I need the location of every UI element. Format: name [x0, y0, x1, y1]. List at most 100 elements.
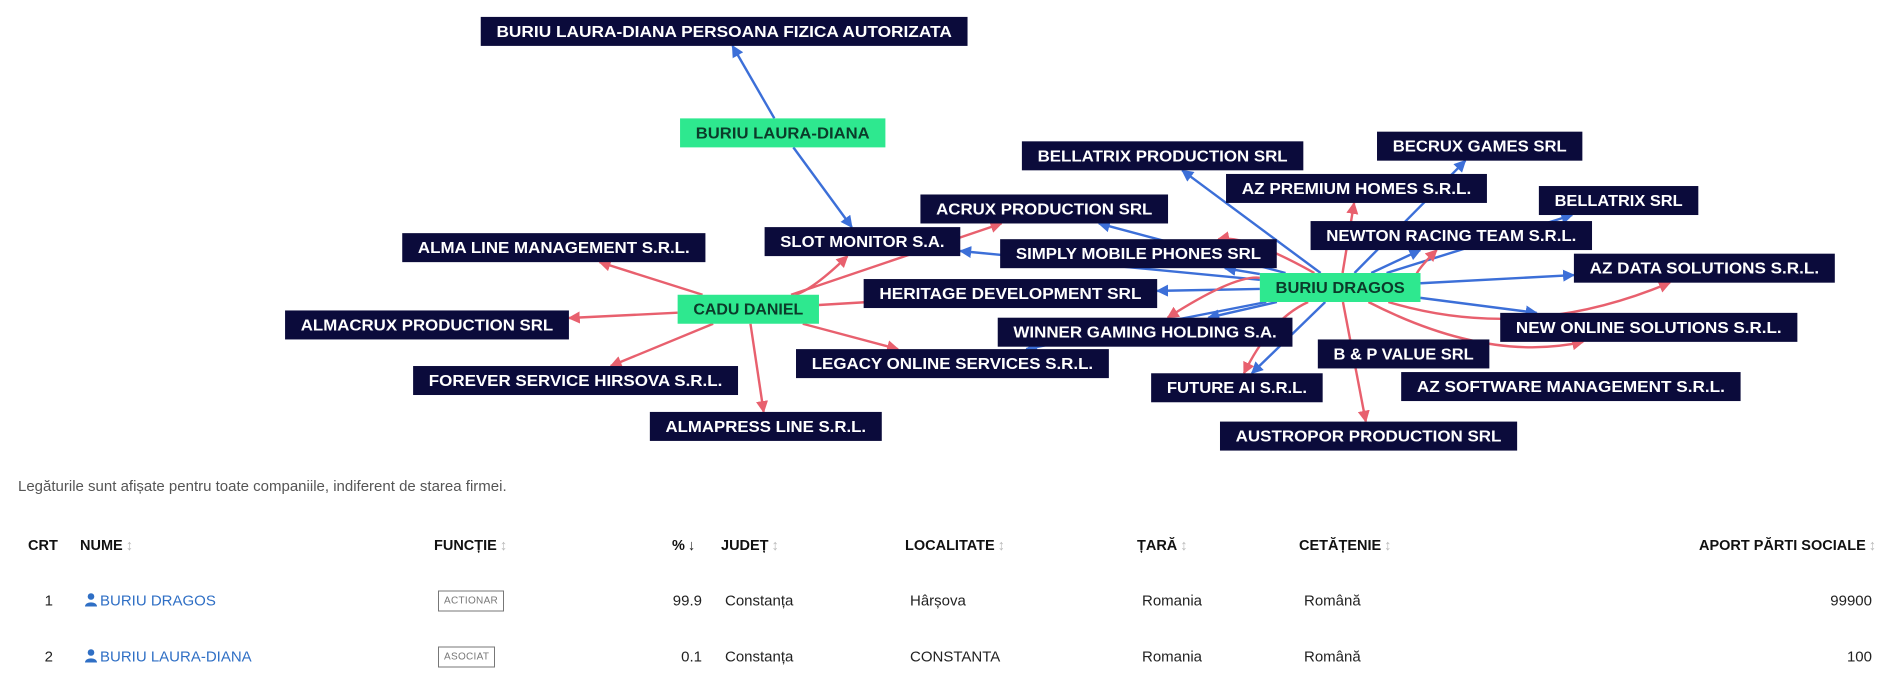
node-label: LEGACY ONLINE SERVICES S.R.L.: [812, 356, 1093, 373]
node-forever[interactable]: FOREVER SERVICE HIRSOVA S.R.L.: [413, 366, 739, 396]
edge-dragos-to-simply: [1223, 264, 1261, 276]
header-tara[interactable]: ȚARĂ↕: [1137, 538, 1188, 554]
node-label: ACRUX PRODUCTION SRL: [936, 201, 1153, 218]
node-label: AZ DATA SOLUTIONS S.R.L.: [1590, 261, 1820, 278]
header-label: NUME: [80, 538, 123, 554]
sort-icon[interactable]: ↕: [1868, 538, 1876, 554]
header-crt: CRT: [28, 538, 58, 554]
node-label: SLOT MONITOR S.A.: [780, 234, 944, 251]
node-laura[interactable]: BURIU LAURA-DIANA: [680, 118, 886, 148]
sort-icon[interactable]: ↕: [1384, 538, 1392, 554]
node-box: [863, 279, 1158, 309]
node-austropor[interactable]: AUSTROPOR PRODUCTION SRL: [1219, 421, 1518, 451]
sort-desc-icon[interactable]: ↓: [687, 538, 696, 554]
header-label: CETĂȚENIE: [1299, 538, 1382, 554]
node-bellsrl[interactable]: BELLATRIX SRL: [1538, 186, 1699, 216]
node-box: [680, 118, 886, 148]
person-link[interactable]: BURIU LAURA-DIANA: [84, 649, 252, 666]
node-bellprod[interactable]: BELLATRIX PRODUCTION SRL: [1021, 141, 1304, 171]
node-newonline[interactable]: NEW ONLINE SOLUTIONS S.R.L.: [1500, 312, 1798, 342]
header-judet[interactable]: JUDEȚ↕: [721, 538, 779, 554]
node-future[interactable]: FUTURE AI S.R.L.: [1151, 373, 1323, 403]
sort-icon[interactable]: ↕: [1180, 538, 1188, 554]
header-cetatenie[interactable]: CETĂȚENIE↕: [1299, 538, 1391, 554]
header-label: JUDEȚ: [721, 538, 769, 554]
person-link[interactable]: BURIU DRAGOS: [84, 593, 216, 610]
node-label: B & P VALUE SRL: [1334, 346, 1475, 363]
node-newton[interactable]: NEWTON RACING TEAM S.R.L.: [1310, 221, 1593, 251]
edge-laura-to-slot: [792, 146, 853, 229]
node-legacy[interactable]: LEGACY ONLINE SERVICES S.R.L.: [796, 349, 1109, 379]
user-icon: [85, 649, 97, 663]
node-box: [920, 194, 1169, 224]
node-box: [997, 317, 1293, 347]
relationship-graph[interactable]: BURIU LAURA-DIANA PERSOANA FIZICA AUTORI…: [0, 0, 1894, 453]
node-alma[interactable]: ALMA LINE MANAGEMENT S.R.L.: [402, 233, 706, 263]
sort-icon[interactable]: ↕: [997, 538, 1005, 554]
row-cetatenie: Română: [1304, 648, 1361, 666]
node-azdata[interactable]: AZ DATA SOLUTIONS S.R.L.: [1573, 253, 1835, 283]
row-judet: Constanța: [725, 592, 794, 610]
graph-note: Legăturile sunt afișate pentru toate com…: [18, 478, 507, 495]
row-aport: 99900: [1830, 592, 1872, 610]
header-functie[interactable]: FUNCȚIE↕: [434, 538, 507, 554]
node-label: CADU DANIEL: [693, 302, 803, 319]
edge-cadu-to-forever: [609, 322, 714, 368]
row-localitate: CONSTANTA: [910, 648, 1001, 666]
node-box: [285, 310, 569, 340]
node-box: [1573, 253, 1835, 283]
edge-cadu-to-almacrux: [567, 311, 678, 324]
node-pfa[interactable]: BURIU LAURA-DIANA PERSOANA FIZICA AUTORI…: [480, 16, 968, 46]
node-becrux[interactable]: BECRUX GAMES SRL: [1377, 131, 1583, 161]
node-dragos[interactable]: BURIU DRAGOS: [1259, 273, 1421, 302]
edge-dragos-to-newonline: [1420, 296, 1538, 318]
header-nume[interactable]: NUME↕: [80, 538, 133, 554]
node-heritage[interactable]: HERITAGE DEVELOPMENT SRL: [863, 279, 1158, 309]
row-percent: 0.1: [681, 648, 702, 666]
header-label: ȚARĂ: [1137, 538, 1178, 554]
node-azsoft[interactable]: AZ SOFTWARE MANAGEMENT S.R.L.: [1401, 372, 1741, 402]
edge-dragos-to-winner: [1207, 300, 1278, 322]
node-azprem[interactable]: AZ PREMIUM HOMES S.R.L.: [1226, 173, 1487, 203]
sort-icon[interactable]: ↕: [499, 538, 508, 554]
edge-cadu-to-slot: [794, 255, 849, 296]
node-label: NEW ONLINE SOLUTIONS S.R.L.: [1516, 320, 1782, 337]
header-localitate[interactable]: LOCALITATE↕: [905, 538, 1005, 554]
node-label: BECRUX GAMES SRL: [1393, 139, 1567, 156]
node-winner[interactable]: WINNER GAMING HOLDING S.A.: [997, 317, 1293, 347]
edge-cadu-to-alma: [598, 259, 703, 296]
edge-laura-to-pfa: [731, 44, 776, 119]
sort-icon[interactable]: ↕: [125, 538, 133, 554]
sort-icon[interactable]: ↕: [771, 538, 779, 554]
node-simply[interactable]: SIMPLY MOBILE PHONES SRL: [1000, 239, 1277, 269]
node-cadu[interactable]: CADU DANIEL: [677, 294, 819, 324]
person-name: BURIU LAURA-DIANA: [100, 648, 252, 666]
node-slot[interactable]: SLOT MONITOR S.A.: [764, 227, 961, 257]
header-aport[interactable]: APORT PĂRTI SOCIALE↕: [1699, 538, 1876, 554]
edge-cadu-to-almapress: [749, 323, 769, 414]
node-label: NEWTON RACING TEAM S.R.L.: [1326, 228, 1576, 245]
node-label: BELLATRIX PRODUCTION SRL: [1038, 148, 1288, 165]
node-label: BURIU LAURA-DIANA: [696, 125, 870, 142]
node-acrux[interactable]: ACRUX PRODUCTION SRL: [920, 194, 1169, 224]
node-label: AZ SOFTWARE MANAGEMENT S.R.L.: [1417, 379, 1725, 396]
row-crt: 1: [44, 592, 53, 610]
node-label: FUTURE AI S.R.L.: [1167, 380, 1307, 397]
node-label: HERITAGE DEVELOPMENT SRL: [879, 286, 1142, 303]
node-label: ALMACRUX PRODUCTION SRL: [301, 317, 554, 334]
row-tara: Romania: [1142, 592, 1203, 610]
node-almapress[interactable]: ALMAPRESS LINE S.R.L.: [649, 411, 882, 441]
role-badge: ACTIONAR: [438, 590, 505, 612]
edge-dragos-to-bellprod: [1181, 169, 1322, 274]
header-percent[interactable]: %↓: [672, 538, 695, 554]
node-box: [764, 227, 961, 257]
node-almacrux[interactable]: ALMACRUX PRODUCTION SRL: [285, 310, 569, 340]
role-badge: ASOCIAT: [438, 646, 496, 668]
node-box: [1500, 312, 1798, 342]
node-label: ALMA LINE MANAGEMENT S.R.L.: [418, 240, 690, 257]
node-box: [1310, 221, 1593, 251]
node-box: [677, 294, 819, 324]
node-bp[interactable]: B & P VALUE SRL: [1317, 339, 1490, 369]
node-label: AZ PREMIUM HOMES S.R.L.: [1242, 181, 1472, 198]
row-judet: Constanța: [725, 648, 794, 666]
